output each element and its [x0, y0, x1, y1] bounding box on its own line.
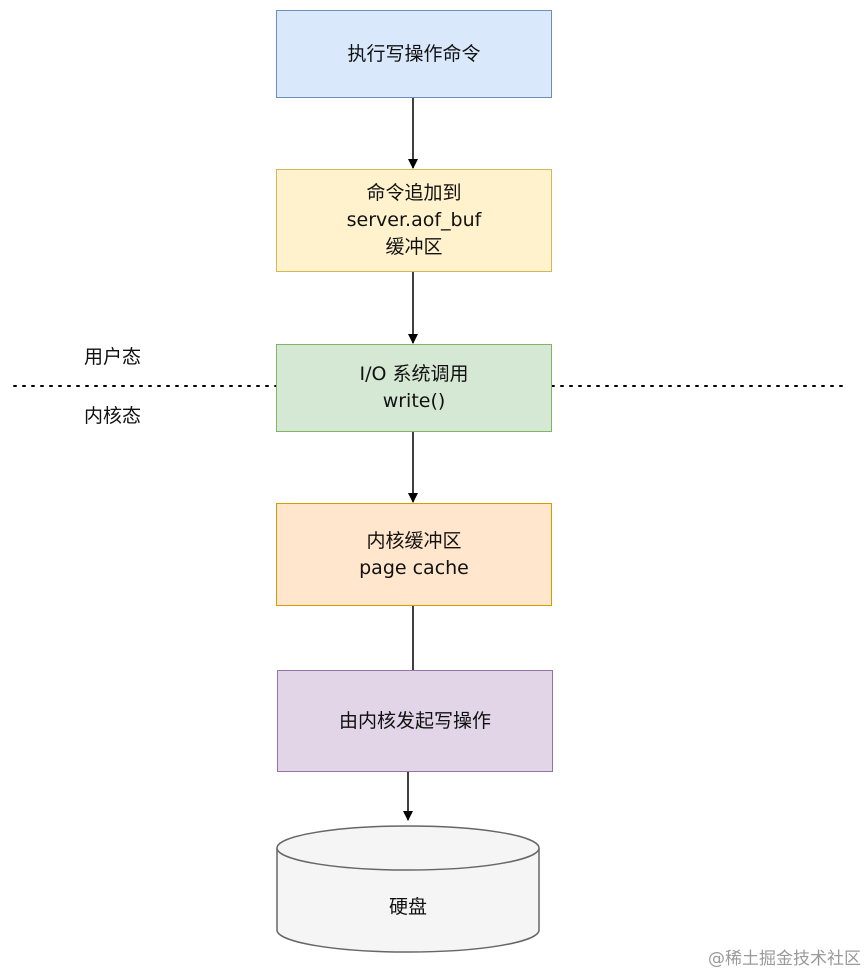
node-append-aof-buf-line-2: server.aof_buf [346, 209, 482, 231]
node-append-aof-buf-line-1: 命令追加到 [366, 182, 462, 204]
node-io-syscall-line-1: I/O 系统调用 [359, 363, 469, 385]
node-append-aof-buf: 命令追加到 server.aof_buf 缓冲区 [276, 169, 552, 272]
disk-top [276, 825, 540, 871]
node-write-command-line-1: 执行写操作命令 [347, 42, 481, 65]
node-page-cache-line-1: 内核缓冲区 [366, 529, 462, 552]
node-append-aof-buf-line-3: 缓冲区 [385, 236, 443, 258]
node-kernel-write-line-1: 由内核发起写操作 [338, 709, 491, 732]
disk-label: 硬盘 [388, 895, 427, 918]
disk-body [276, 848, 540, 953]
kernel-mode-label: 内核态 [84, 405, 142, 427]
node-kernel-initiated-write: 由内核发起写操作 [277, 670, 553, 772]
node-kernel-page-cache: 内核缓冲区 page cache [276, 503, 552, 606]
node-io-syscall-write: I/O 系统调用 write() [276, 344, 552, 432]
user-mode-label: 用户态 [84, 346, 142, 368]
node-write-command: 执行写操作命令 [276, 10, 552, 98]
watermark: @稀土掘金技术社区 [708, 949, 861, 969]
node-page-cache-line-2: page cache [359, 556, 469, 579]
disk-cylinder [276, 825, 540, 953]
node-io-syscall-line-2: write() [382, 390, 446, 412]
